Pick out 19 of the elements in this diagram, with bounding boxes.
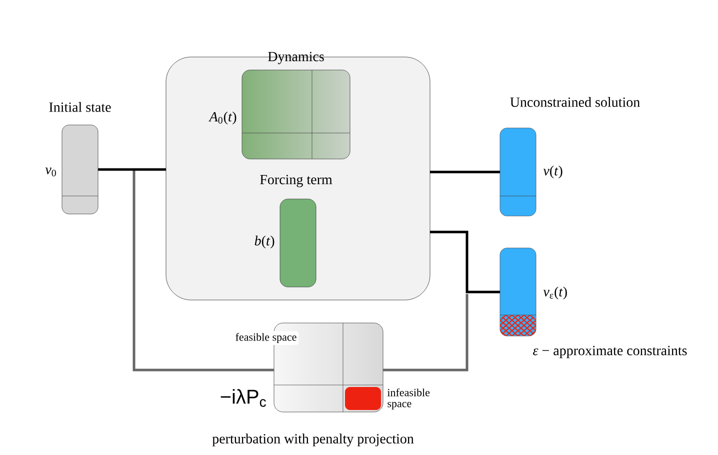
symbol-label: b(t): [254, 236, 274, 248]
symbol-label: v$_{ε}$(t): [543, 286, 567, 300]
heading: Dynamics: [268, 52, 324, 64]
connector: [430, 230, 500, 294]
symbol-label: v(t): [543, 166, 562, 178]
heading: ε − approximate constraints: [533, 346, 687, 358]
operator-label: −iλP$_{c}$: [220, 389, 266, 407]
symbol-label: A$_{0}$(t): [208, 112, 236, 124]
region-label: infeasible space: [387, 388, 430, 410]
connector: [98, 168, 166, 171]
connector: [430, 170, 500, 174]
heading: Unconstrained solution: [510, 97, 640, 107]
heading: Forcing term: [260, 174, 332, 188]
symbol-label: v$_{0}$: [45, 168, 56, 176]
region-label: feasible space: [233, 330, 299, 346]
connector: [132, 170, 274, 372]
connector: [383, 294, 468, 372]
heading: Initial state: [49, 102, 111, 112]
block-label: perturbation with penalty projection: [212, 434, 414, 446]
